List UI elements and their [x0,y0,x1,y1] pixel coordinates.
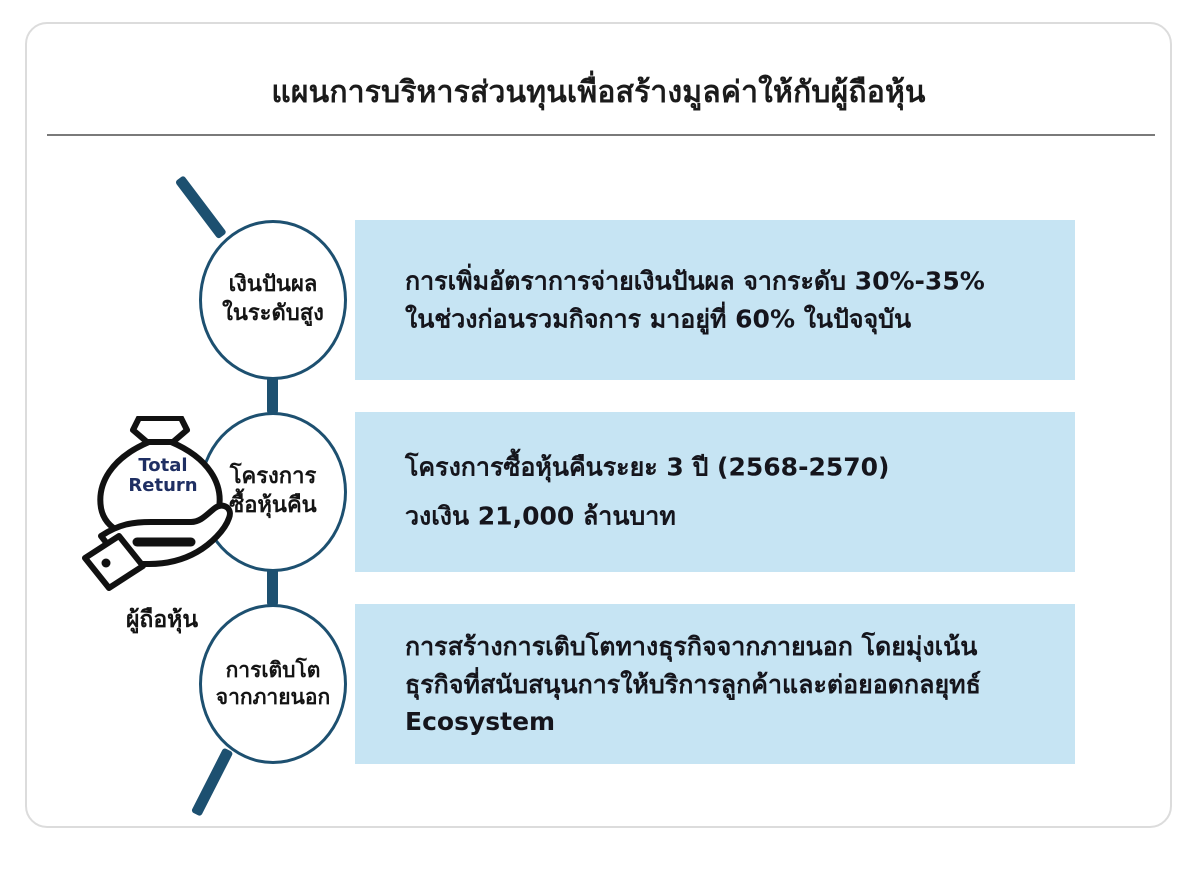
node-label-line: เงินปันผล [228,272,318,298]
content-band-dividend: การเพิ่มอัตราการจ่ายเงินปันผล จากระดับ 3… [355,220,1075,380]
node-circle-dividend[interactable]: เงินปันผล ในระดับสูง [199,220,347,380]
hand-holding-money-bag-icon: Total Return [75,415,245,591]
capital-management-diagram: การเพิ่มอัตราการจ่ายเงินปันผล จากระดับ 3… [27,154,1174,830]
node-label-line: การเติบโต [225,657,321,682]
shareholder-caption: ผู้ถือหุ้น [125,607,199,633]
connector-stem-2-3 [267,562,278,606]
node-label-line: โครงการ [229,464,317,490]
content-line: การเพิ่มอัตราการจ่ายเงินปันผล จากระดับ 3… [405,266,985,296]
connector-stem-top [174,175,227,240]
content-text-buyback: โครงการซื้อหุ้นคืนระยะ 3 ปี (2568-2570) … [405,443,1057,541]
node-circle-external-growth[interactable]: การเติบโต จากภายนอก [199,604,347,764]
page-title: แผนการบริหารส่วนทุนเพื่อสร้างมูลค่าให้กั… [271,75,926,110]
content-line: โครงการซื้อหุ้นคืนระยะ 3 ปี (2568-2570) [405,452,890,482]
content-text-external-growth: การสร้างการเติบโตทางธุรกิจจากภายนอก โดยม… [405,628,1057,741]
node-circle-buyback[interactable]: โครงการ ซื้อหุ้นคืน [199,412,347,572]
content-line: วงเงิน 21,000 ล้านบาท [405,501,676,530]
content-band-buyback: โครงการซื้อหุ้นคืนระยะ 3 ปี (2568-2570) … [355,412,1075,572]
title-divider [47,134,1155,136]
connector-stem-1-2 [267,370,278,414]
content-line: ธุรกิจที่สนับสนุนการให้บริการลูกค้าและต่… [405,669,981,699]
content-line: การสร้างการเติบโตทางธุรกิจจากภายนอก โดยม… [405,631,978,661]
content-text-dividend: การเพิ่มอัตราการจ่ายเงินปันผล จากระดับ 3… [405,263,1057,338]
content-line: Ecosystem [405,706,556,736]
connector-stem-bottom [190,747,234,817]
content-band-external-growth: การสร้างการเติบโตทางธุรกิจจากภายนอก โดยม… [355,604,1075,764]
node-label-line: จากภายนอก [215,685,331,709]
content-line: ในช่วงก่อนรวมกิจการ มาอยู่ที่ 60% ในปัจจ… [405,304,912,333]
slide-card: แผนการบริหารส่วนทุนเพื่อสร้างมูลค่าให้กั… [25,22,1172,828]
node-label-line: ในระดับสูง [222,301,324,326]
node-label-line: ซื้อหุ้นคืน [229,493,317,518]
